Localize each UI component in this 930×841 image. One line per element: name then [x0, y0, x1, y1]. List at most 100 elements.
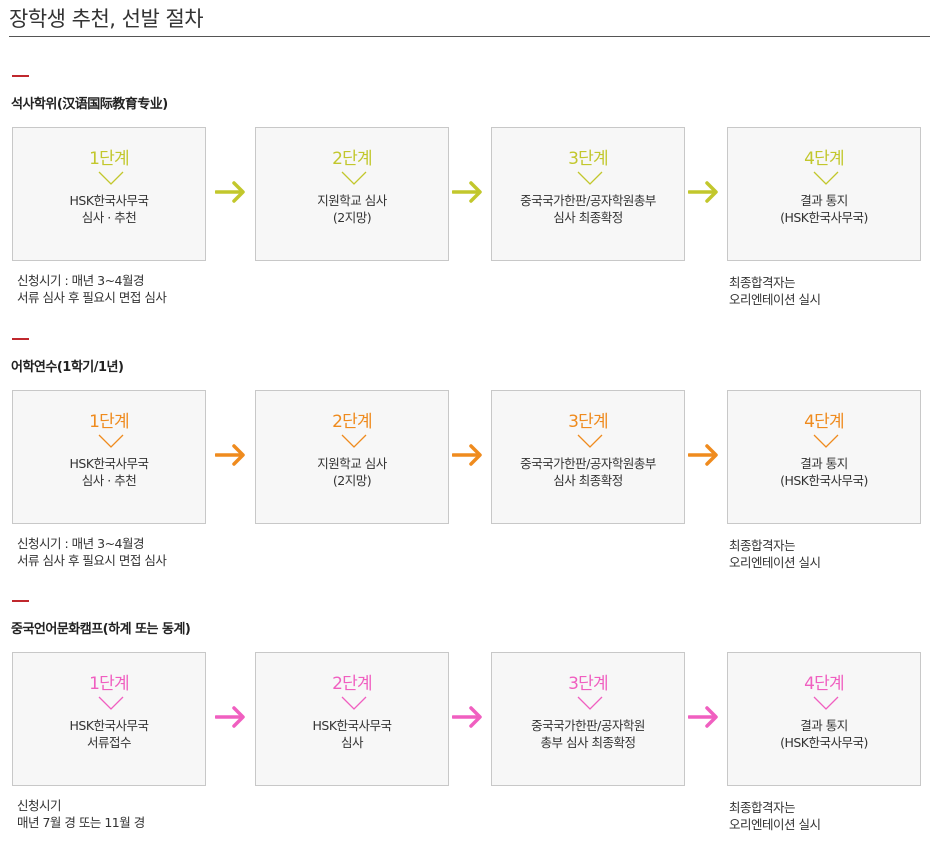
step-label: 1단계 [89, 674, 130, 694]
step-description: 결과 통지 (HSK한국사무국) [728, 192, 920, 226]
section-heading: 어학연수(1학기/1년) [11, 360, 124, 375]
arrow-right-icon [452, 181, 482, 203]
note-line: 신청시기 : 매년 3~4월경 [17, 273, 145, 288]
chevron-down-icon [341, 696, 367, 710]
chevron-down-icon [577, 171, 603, 185]
step-description-line: 중국국가한판/공자학원총부 [520, 456, 656, 471]
step-description: 결과 통지 (HSK한국사무국) [728, 717, 920, 751]
step-description-line: 총부 심사 최종확정 [540, 735, 636, 750]
step-description-line: HSK한국사무국 [69, 193, 149, 208]
step-description-line: 중국국가한판/공자학원 [531, 718, 645, 733]
arrow-right-icon [215, 706, 245, 728]
arrow-right-icon [215, 181, 245, 203]
section-marker [12, 75, 29, 77]
note-line: 오리엔테이션 실시 [729, 817, 821, 832]
step-description-line: (HSK한국사무국) [780, 210, 868, 225]
section-marker [12, 600, 29, 602]
chevron-down-icon [98, 696, 124, 710]
chevron-down-icon [577, 696, 603, 710]
step-label: 4단계 [804, 412, 845, 432]
step-description-line: HSK한국사무국 [69, 718, 149, 733]
page-title: 장학생 추천, 선발 절차 [9, 7, 204, 31]
chevron-down-icon [341, 434, 367, 448]
step-description-line: HSK한국사무국 [312, 718, 392, 733]
step-label: 2단계 [332, 674, 373, 694]
step-label: 3단계 [568, 674, 609, 694]
chevron-down-icon [813, 434, 839, 448]
section-heading: 중국언어문화캠프(하계 또는 동계) [11, 622, 191, 637]
step-description-line: 지원학교 심사 [317, 456, 387, 471]
step-description-line: 결과 통지 [800, 718, 848, 733]
step-description-line: 중국국가한판/공자학원총부 [520, 193, 656, 208]
step-label: 4단계 [804, 149, 845, 169]
step-description-line: (HSK한국사무국) [780, 735, 868, 750]
step-description-line: 심사 최종확정 [553, 210, 623, 225]
step-label: 1단계 [89, 412, 130, 432]
section-heading: 석사학위(汉语国际教育专业) [11, 97, 168, 112]
step-description-line: (2지망) [332, 473, 372, 488]
chevron-down-icon [813, 171, 839, 185]
step-description-line: 서류접수 [86, 735, 132, 750]
note-line: 매년 7월 경 또는 11월 경 [17, 815, 145, 830]
arrow-right-icon [215, 444, 245, 466]
section-marker [12, 338, 29, 340]
step-label: 3단계 [568, 149, 609, 169]
note-line: 오리엔테이션 실시 [729, 555, 821, 570]
step-label: 4단계 [804, 674, 845, 694]
arrow-right-icon [688, 444, 718, 466]
step-label: 3단계 [568, 412, 609, 432]
arrow-right-icon [688, 706, 718, 728]
chevron-down-icon [813, 696, 839, 710]
step-description-line: (2지망) [332, 210, 372, 225]
note-line: 신청시기 [17, 798, 62, 813]
step-description-line: 심사 최종확정 [553, 473, 623, 488]
step-description-line: (HSK한국사무국) [780, 473, 868, 488]
note-line: 오리엔테이션 실시 [729, 292, 821, 307]
step-description-line: 심사 · 추천 [81, 473, 137, 488]
title-divider [9, 36, 930, 37]
step-description-line: 지원학교 심사 [317, 193, 387, 208]
chevron-down-icon [98, 171, 124, 185]
note-line: 서류 심사 후 필요시 면접 심사 [17, 290, 167, 305]
arrow-right-icon [452, 444, 482, 466]
note-line: 서류 심사 후 필요시 면접 심사 [17, 553, 167, 568]
step-description: 지원학교 심사 (2지망) [256, 192, 448, 226]
step-description-line: 심사 [340, 735, 364, 750]
note-line: 최종합격자는 [729, 800, 796, 815]
step-description: 지원학교 심사 (2지망) [256, 455, 448, 489]
step-description-line: 결과 통지 [800, 193, 848, 208]
step-description-line: HSK한국사무국 [69, 456, 149, 471]
step-description: 결과 통지(HSK한국사무국) [728, 455, 920, 489]
step-description-line: 심사 · 추천 [81, 210, 137, 225]
chevron-down-icon [341, 171, 367, 185]
step-label: 1단계 [89, 149, 130, 169]
arrow-right-icon [452, 706, 482, 728]
chevron-down-icon [98, 434, 124, 448]
note-line: 최종합격자는 [729, 275, 796, 290]
